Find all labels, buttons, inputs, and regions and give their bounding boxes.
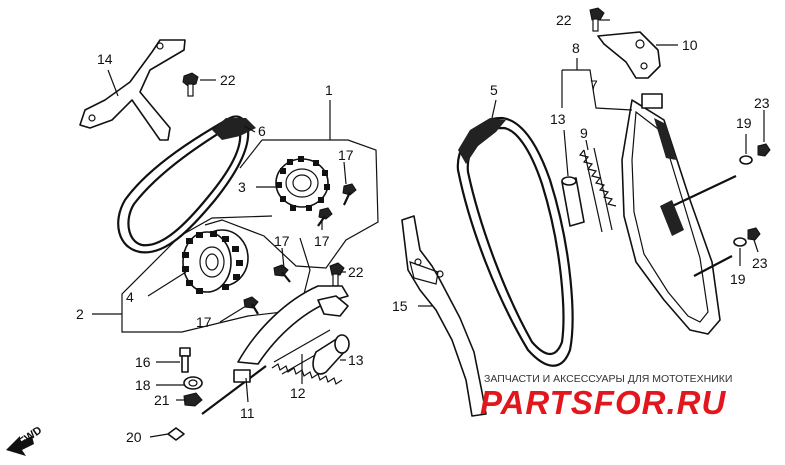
callout-7: 7 (590, 77, 598, 93)
callout-13-lower: 13 (348, 352, 364, 368)
part-17-bolt-c (273, 264, 291, 283)
callout-6: 6 (258, 123, 266, 139)
callout-1: 1 (325, 82, 333, 98)
watermark-logo: PARTSFOR.RU (480, 384, 726, 421)
fwd-arrow-icon: FWD (6, 424, 44, 456)
part-13-roller-lower (312, 334, 350, 375)
callout-23-upper: 23 (754, 95, 770, 111)
assembly-1-outline (204, 139, 379, 269)
part-18-washer (183, 376, 203, 390)
callout-11: 11 (240, 405, 255, 421)
callout-17-b: 17 (314, 233, 330, 249)
part-21-nut (183, 392, 203, 407)
callout-8: 8 (572, 40, 580, 56)
callout-22-left: 22 (220, 72, 236, 88)
part-10-bracket (597, 31, 661, 79)
callout-21: 21 (154, 392, 170, 408)
part-15-chain-guide (401, 215, 487, 417)
part-19-washer-lower (733, 237, 747, 247)
part-16-bolt (179, 347, 191, 373)
callout-13-upper: 13 (550, 111, 566, 127)
leader-lines (92, 19, 765, 438)
tensioner-blade-assembly (621, 93, 737, 335)
callout-16: 16 (135, 354, 151, 370)
callout-17-c: 17 (274, 233, 290, 249)
watermark: ЗАПЧАСТИ И АКСЕССУАРЫ ДЛЯ МОТОТЕХНИКИ PA… (480, 373, 732, 421)
callout-18: 18 (135, 377, 151, 393)
part-14-bracket (79, 39, 186, 141)
callout-labels: 14 22 1 6 3 17 17 17 4 2 17 22 12 13 11 … (76, 12, 770, 445)
part-22-bolt-middle (329, 262, 345, 287)
callout-19-lower: 19 (730, 271, 746, 287)
callout-14: 14 (97, 51, 113, 67)
callout-12: 12 (290, 385, 306, 401)
callout-23-lower: 23 (752, 255, 768, 271)
part-23-nut-lower (747, 227, 761, 241)
callout-2: 2 (76, 306, 84, 322)
part-22-bolt-top-right (589, 7, 605, 32)
part-13-roller-upper (561, 176, 585, 227)
part-19-washer-upper (739, 155, 753, 165)
callout-19-upper: 19 (736, 115, 752, 131)
part-9-spring (578, 147, 617, 233)
callout-17-a: 17 (338, 147, 354, 163)
part-20-plug (167, 427, 185, 441)
callout-9: 9 (580, 125, 588, 141)
part-23-nut-upper (757, 143, 771, 157)
callout-5: 5 (490, 82, 498, 98)
part-17-bolt-b (317, 207, 333, 227)
part-3-cam-sprocket (275, 156, 330, 211)
part-4-crank-sprocket (182, 229, 249, 294)
callout-15: 15 (392, 298, 408, 314)
part-22-bolt-top-left (182, 72, 199, 97)
part-6-chain (117, 115, 256, 254)
callout-17-d: 17 (196, 314, 212, 330)
part-17-bolt-d (243, 296, 259, 315)
part-5-cam-chain (456, 116, 574, 367)
callout-3: 3 (238, 179, 246, 195)
callout-4: 4 (126, 289, 134, 305)
part-17-bolt-a (342, 183, 357, 206)
callout-20: 20 (126, 429, 142, 445)
callout-10: 10 (682, 37, 698, 53)
assembly-2-outline (121, 215, 311, 333)
callout-22-right: 22 (556, 12, 572, 28)
watermark-tagline: ЗАПЧАСТИ И АКСЕССУАРЫ ДЛЯ МОТОТЕХНИКИ (484, 373, 732, 385)
callout-22-middle: 22 (348, 264, 364, 280)
